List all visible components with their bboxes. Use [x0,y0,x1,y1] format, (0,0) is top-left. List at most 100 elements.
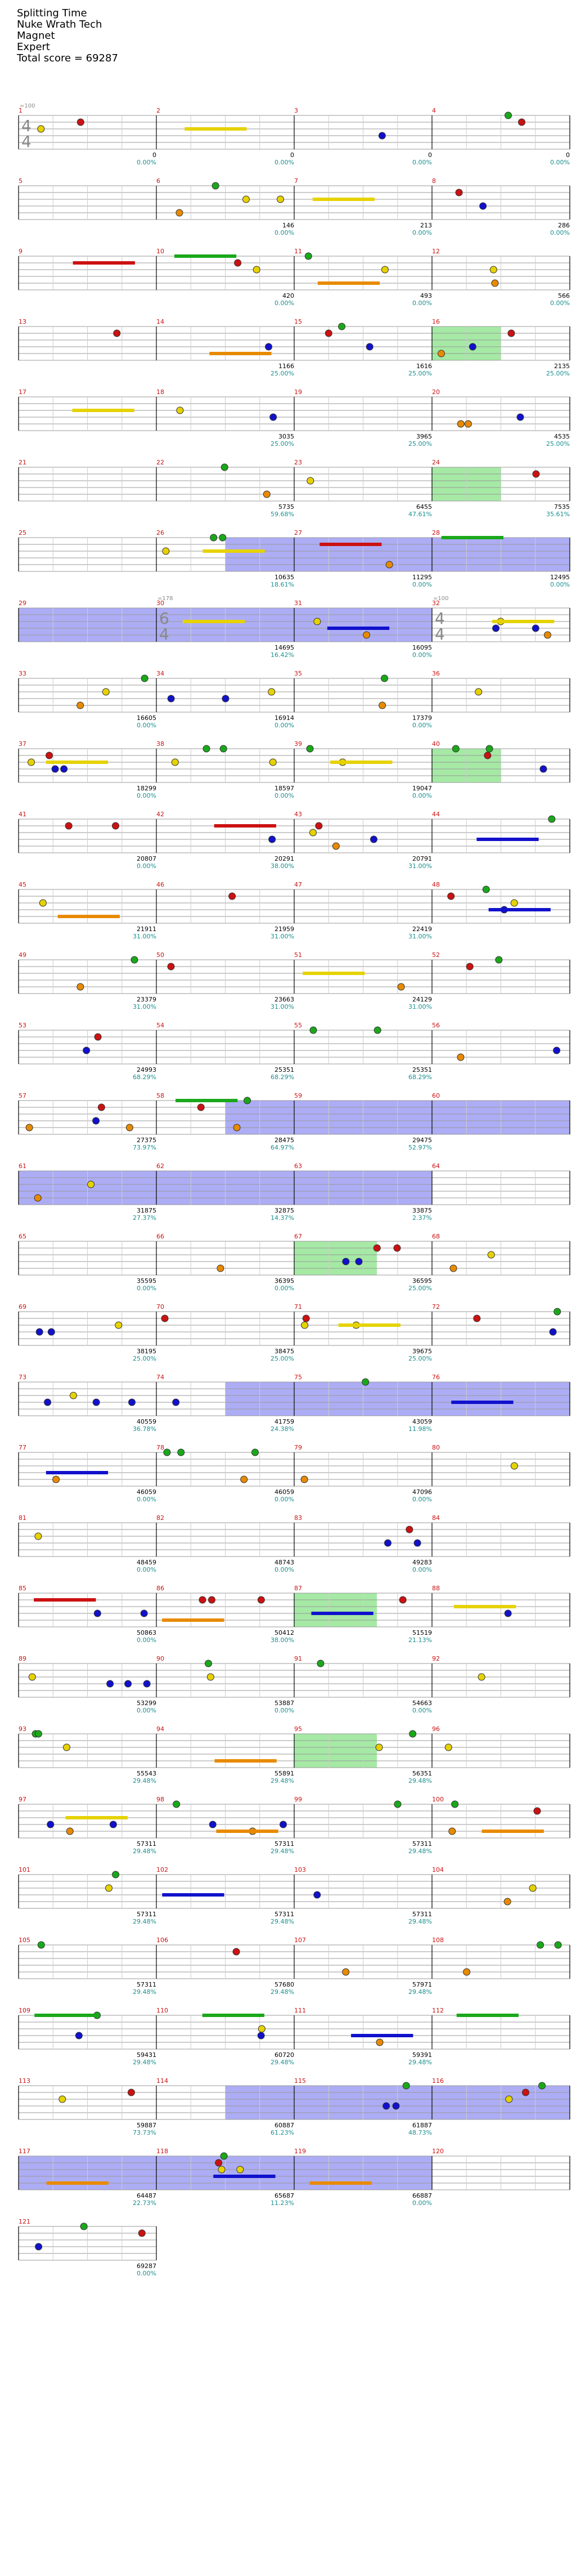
measure-percent: 47.61% [408,511,432,518]
note-gem [80,2222,88,2230]
measure-number: 57 [19,1092,26,1099]
note-gem [44,1398,52,1406]
note-gem [473,1314,481,1322]
note-gem [202,745,210,753]
measure-number: 109 [19,2007,30,2014]
measure-percent: 29.48% [271,1848,294,1855]
note-gem [529,1884,537,1892]
note-gem [257,1596,265,1604]
measure-score: 50412 [274,1629,294,1636]
overdrive-section [294,1241,377,1275]
measure-number: 97 [19,1796,26,1803]
note-gem [332,842,340,850]
measure-percent: 68.29% [133,1074,156,1081]
measure-number: 98 [156,1796,164,1803]
note-gem [268,688,276,696]
total-score: Total score = 69287 [17,52,118,64]
note-gem [538,2082,546,2090]
sustain-tail [492,620,555,623]
measure-percent: 29.48% [271,1988,294,1996]
measure-number: 86 [156,1585,164,1592]
note-gem [232,1948,240,1956]
note-gem [34,1532,42,1540]
measure-number: 24 [432,459,440,466]
measure-score: 16095 [412,644,432,651]
sustain-tail [34,2014,97,2017]
measure-percent: 31.00% [271,933,294,940]
note-gem [543,631,551,639]
note-gem [549,1328,557,1336]
measure-percent: 29.48% [271,2059,294,2066]
measure-percent: 0.00% [137,792,156,799]
measure-number: 4 [432,107,436,114]
measure-score: 21911 [137,925,156,933]
measure-number: 32 [432,600,440,607]
note-gem [177,1448,185,1456]
measure-percent: 18.61% [271,581,294,588]
measure-percent: 14.37% [271,1214,294,1222]
measure-percent: 31.00% [133,933,156,940]
sustain-tail [453,1605,516,1608]
note-gem [197,1103,205,1111]
measure-number: 30 [156,600,164,607]
note-gem [495,956,503,964]
measure-score: 57311 [274,1840,294,1848]
measure-number: 101 [19,1866,30,1873]
note-gem [34,1730,42,1738]
measure-percent: 29.48% [408,1777,432,1785]
note-gem [242,195,250,203]
measure-score: 21959 [274,925,294,933]
measure-score: 25351 [274,1066,294,1074]
measure-percent: 73.73% [133,2129,156,2136]
measure-number: 20 [432,388,440,396]
note-gem [510,899,518,907]
measure-score: 0 [566,151,570,159]
note-gem [206,1673,214,1681]
staff-row [18,1378,570,1416]
staff-row [18,111,570,150]
note-gem [313,1891,321,1899]
note-gem [34,1194,42,1202]
measure-percent: 0.00% [550,159,570,166]
measure-score: 5735 [278,503,294,511]
note-gem [366,343,374,351]
sustain-tail [488,908,551,911]
measure-score: 40559 [137,1418,156,1425]
measure-number: 83 [294,1514,302,1522]
measure-percent: 0.00% [412,159,432,166]
measure-score: 0 [152,151,156,159]
note-gem [76,983,84,991]
note-gem [52,1475,60,1483]
note-gem [381,674,389,682]
measure-number: 79 [294,1444,302,1451]
sustain-tail [182,620,245,623]
measure-score: 53299 [137,1700,156,1707]
measure-percent: 52.97% [408,1144,432,1151]
note-gem [251,1448,259,1456]
note-gem [447,892,455,900]
measure-percent: 0.00% [274,299,294,307]
time-signature-denominator: 4 [435,625,445,643]
sustain-tail [216,1830,278,1833]
measure-score: 28475 [274,1137,294,1144]
measure-percent: 0.00% [137,1496,156,1503]
measure-score: 31875 [137,1207,156,1214]
measure-percent: 0.00% [412,581,432,588]
note-gem [130,956,138,964]
measure-number: 80 [432,1444,440,1451]
measure-percent: 31.00% [408,862,432,870]
note-gem [113,329,121,337]
note-gem [47,1328,55,1336]
measure-percent: 31.00% [271,1003,294,1010]
measure-number: 76 [432,1374,440,1381]
note-gem [363,631,371,639]
note-gem [94,1033,102,1041]
measure-score: 49283 [412,1559,432,1566]
measure-number: 11 [294,248,302,255]
measure-score: 3965 [416,433,432,440]
measure-number: 50 [156,951,164,959]
sustain-tail [34,1598,96,1602]
measure-percent: 31.00% [408,1003,432,1010]
measure-percent: 73.97% [133,1144,156,1151]
sustain-tail [202,549,265,553]
